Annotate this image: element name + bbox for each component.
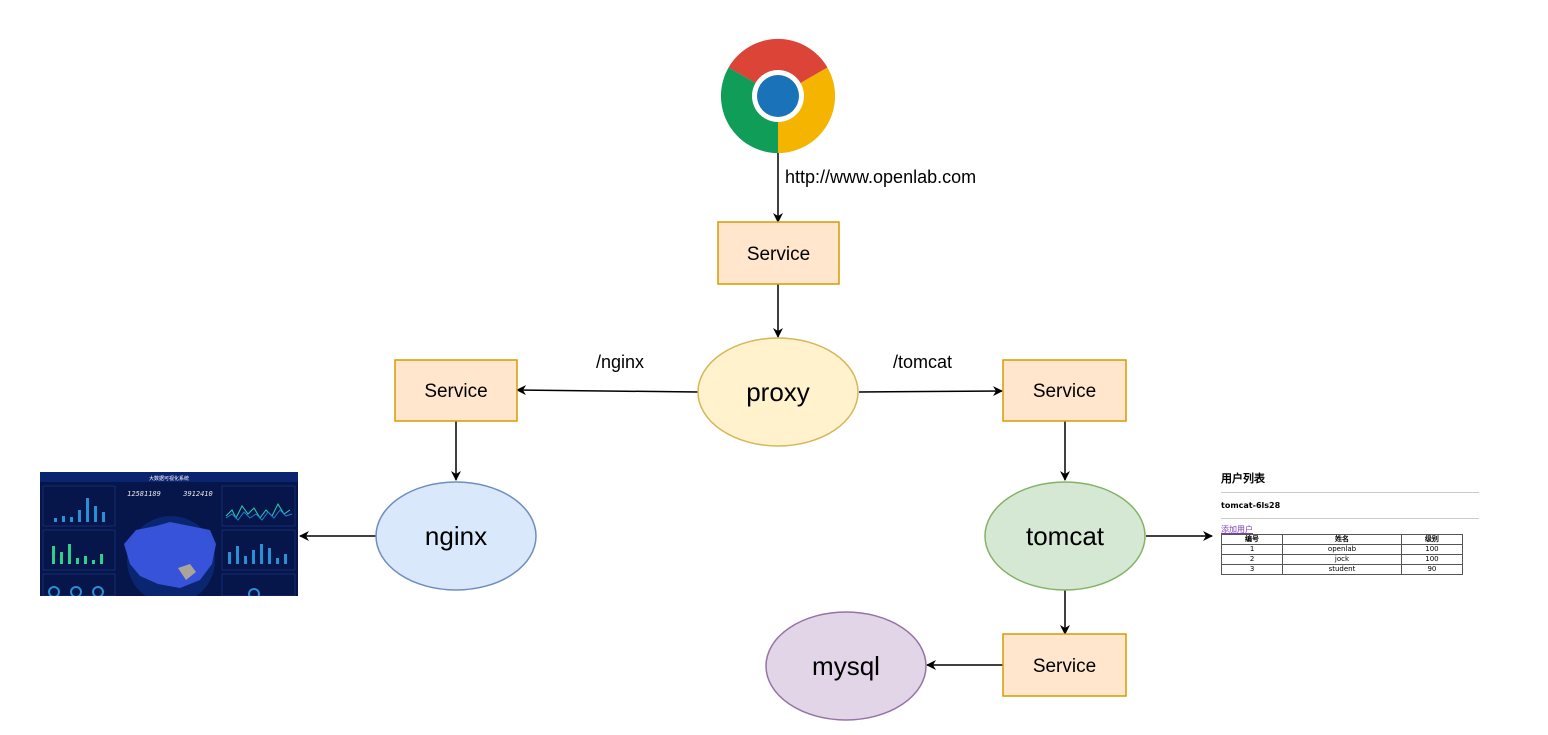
proxy-label: proxy [746, 377, 810, 407]
user-table: 编号 姓名 级别 1 openlab 100 2 jock 100 3 stud… [1220, 534, 1464, 575]
nginx-node: nginx [375, 481, 537, 591]
nginx-path-label: /nginx [596, 352, 644, 372]
service-left: Service [394, 359, 518, 422]
service-top-label: Service [747, 244, 810, 265]
cell-name: openlab [1282, 544, 1402, 555]
service-right-label: Service [1033, 381, 1096, 402]
cell-level: 100 [1400, 544, 1464, 555]
tomcat-node: tomcat [984, 481, 1146, 591]
add-user-link[interactable]: 添加用户 [1221, 525, 1253, 534]
dashboard-title: 大数据可视化系统 [149, 475, 189, 482]
service-bottom-label: Service [1033, 656, 1096, 677]
user-list-screenshot: 用户列表 tomcat-6ls28 添加用户 编号 姓名 级别 1 openla… [1220, 470, 1479, 575]
dashboard-counter-left: 12581189 [127, 490, 161, 498]
dashboard-graphic: 大数据可视化系统 12581189 3912410 [40, 472, 298, 596]
table-row: 1 openlab 100 [1220, 544, 1464, 555]
user-list-divider [1221, 492, 1479, 493]
service-left-label: Service [424, 381, 487, 402]
col-header-id: 编号 [1220, 534, 1284, 545]
user-list-divider-2 [1221, 518, 1479, 519]
table-row: 3 student 90 [1220, 564, 1464, 575]
nginx-label: nginx [425, 521, 487, 551]
tomcat-label: tomcat [1026, 521, 1105, 551]
cell-level: 100 [1400, 554, 1464, 565]
mysql-label: mysql [812, 651, 880, 681]
cell-id: 3 [1220, 564, 1284, 575]
cell-level: 90 [1400, 564, 1464, 575]
edge-proxy-to-left-service [516, 385, 699, 396]
tomcat-path-label: /tomcat [893, 352, 952, 372]
service-right: Service [1002, 359, 1127, 422]
user-list-title: 用户列表 [1221, 472, 1265, 485]
service-bottom: Service [1002, 633, 1127, 697]
proxy-node: proxy [697, 337, 859, 447]
edges [299, 153, 1213, 670]
mysql-node: mysql [765, 611, 927, 721]
dashboard-counter-right: 3912410 [182, 490, 213, 498]
col-header-level: 级别 [1400, 534, 1464, 545]
col-header-name: 姓名 [1282, 534, 1402, 545]
edge-proxy-to-right-service [858, 386, 1003, 397]
dashboard-screenshot: 大数据可视化系统 12581189 3912410 [40, 472, 298, 596]
url-label: http://www.openlab.com [785, 167, 976, 187]
cell-name: jock [1282, 554, 1402, 565]
table-row: 2 jock 100 [1220, 554, 1464, 565]
cell-name: student [1282, 564, 1402, 575]
user-list-host: tomcat-6ls28 [1221, 501, 1281, 510]
chrome-icon [720, 38, 836, 154]
cell-id: 2 [1220, 554, 1284, 565]
service-top: Service [717, 221, 840, 285]
user-table-header: 编号 姓名 级别 [1220, 534, 1464, 545]
cell-id: 1 [1220, 544, 1284, 555]
